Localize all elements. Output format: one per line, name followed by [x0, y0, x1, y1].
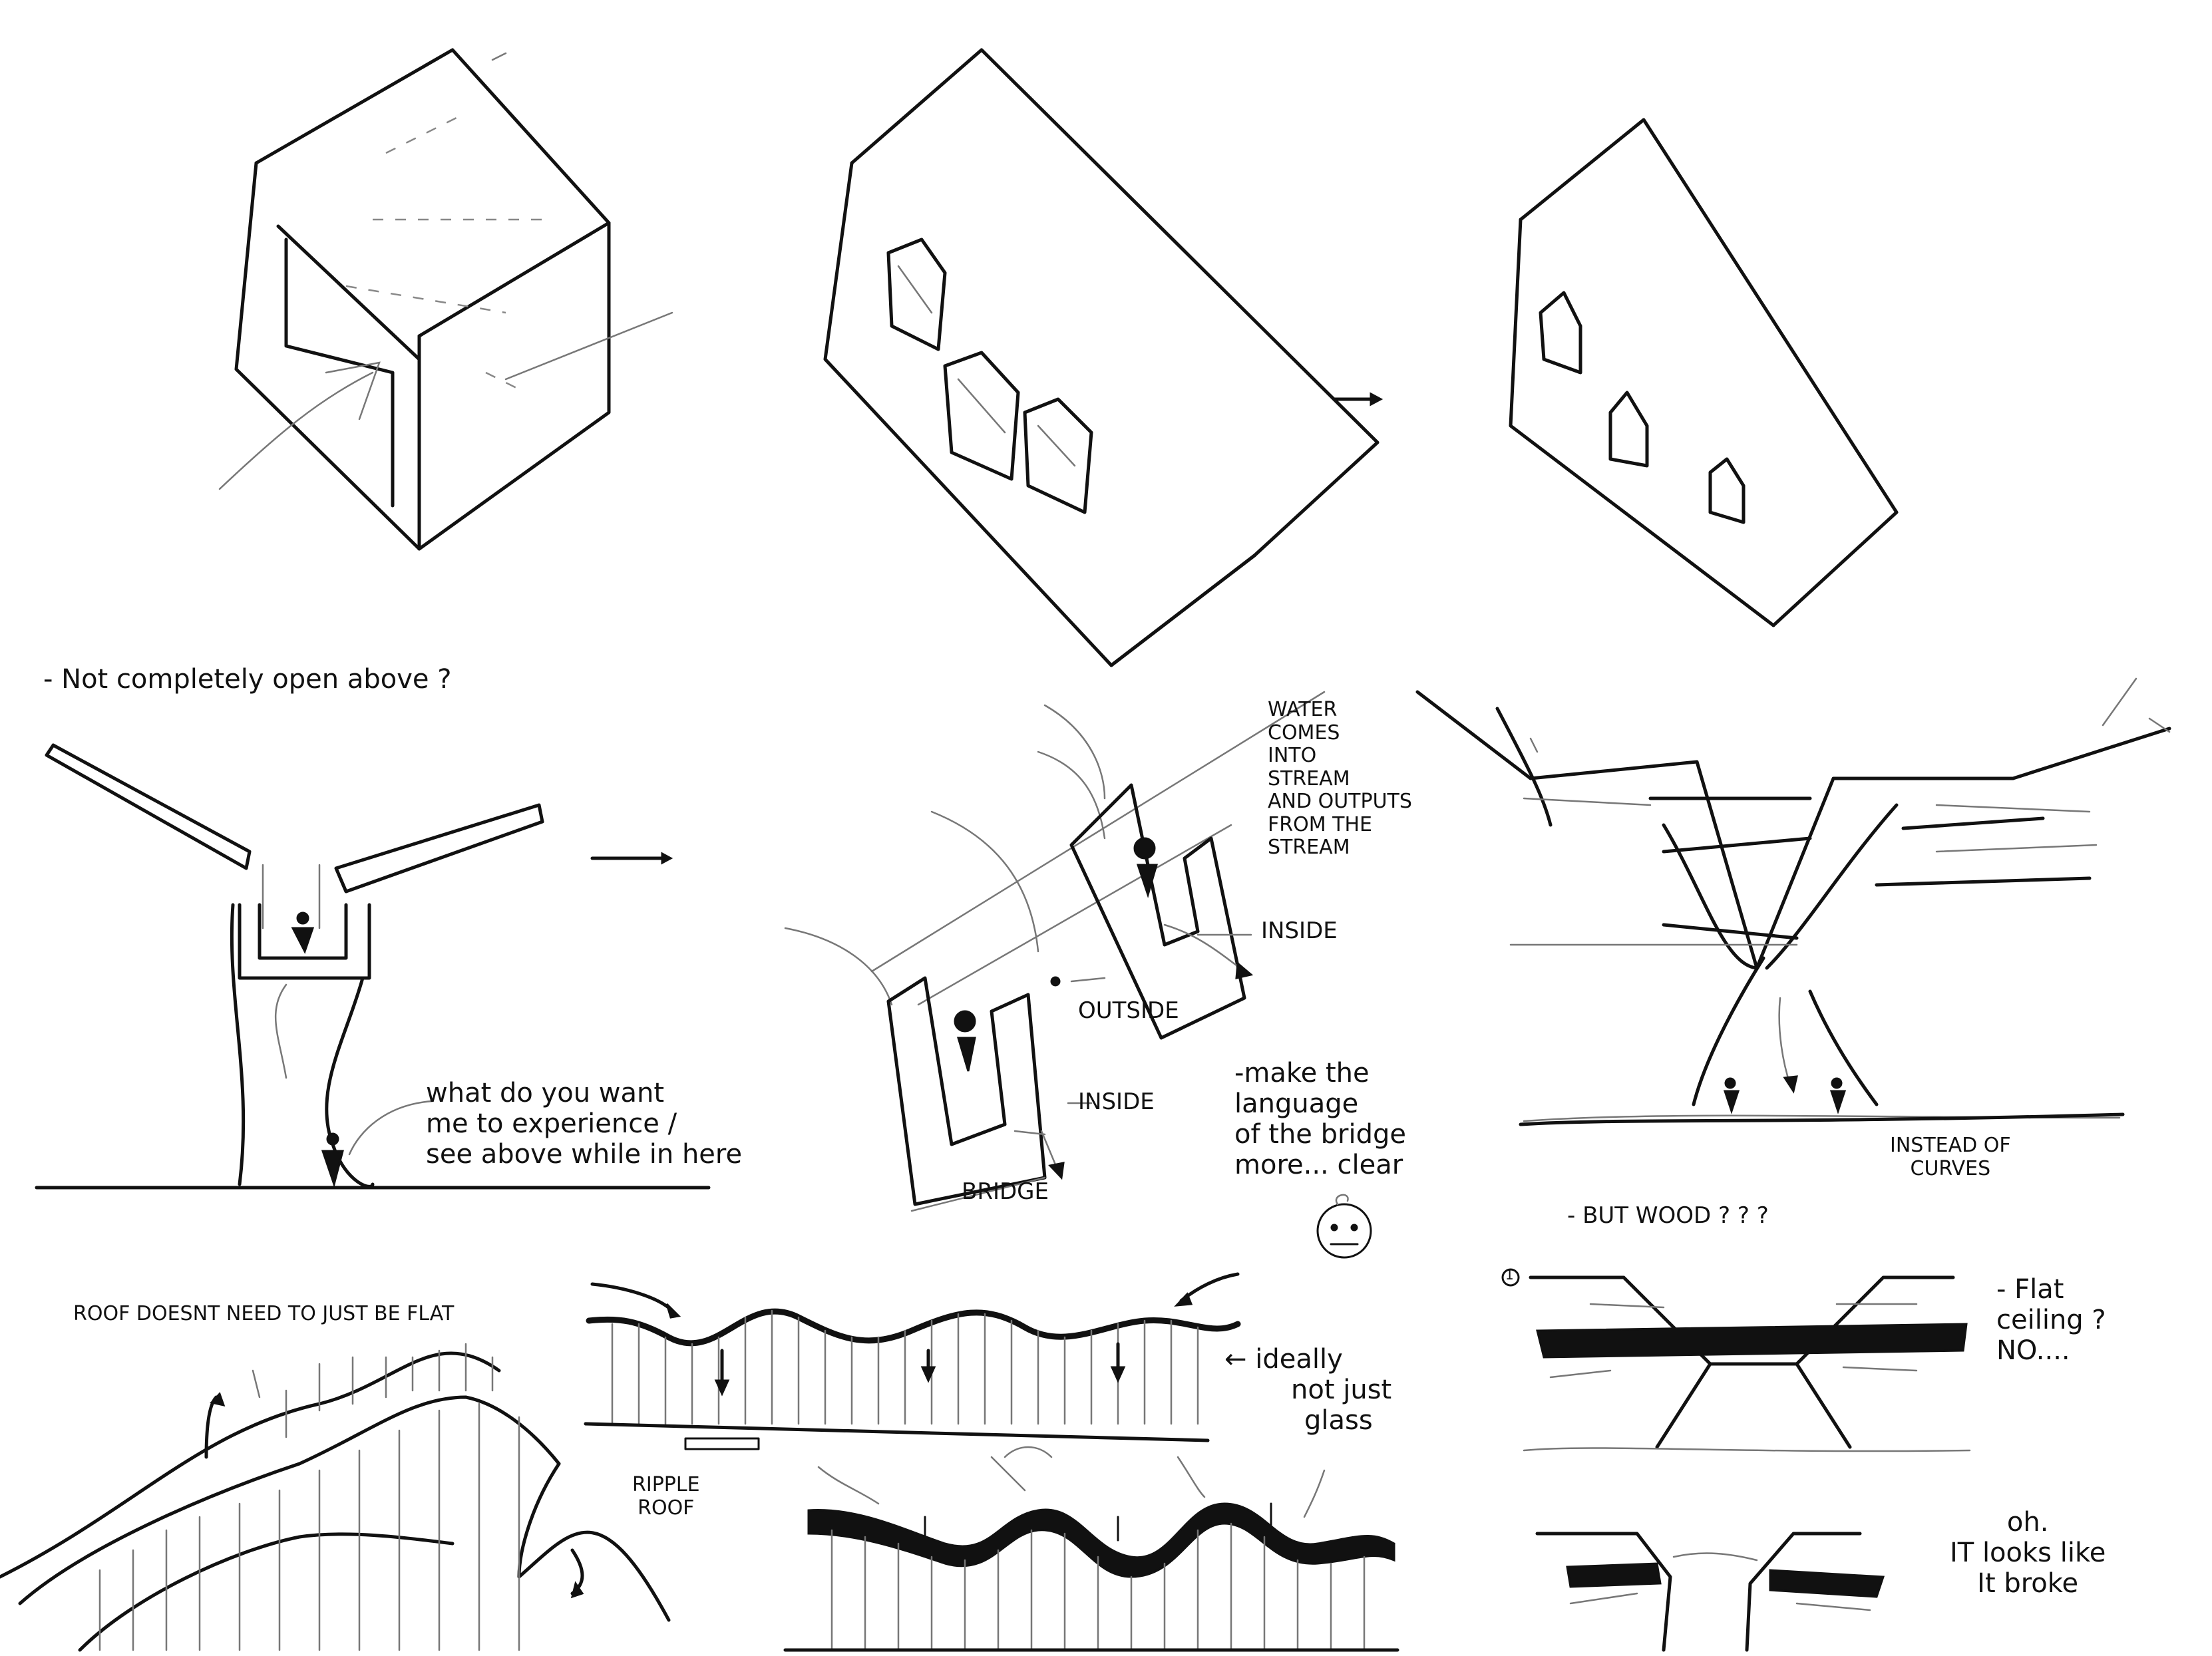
flat-ceiling-sketch — [1503, 1269, 1970, 1451]
circle-number: 1 — [1505, 1267, 1514, 1283]
note-line: oh. — [1950, 1507, 2106, 1538]
note-ripple-roof: RIPPLE ROOF — [632, 1474, 700, 1520]
note-instead-of-curves: INSTEAD OF CURVES — [1890, 1134, 2011, 1180]
note-line: IT looks like — [1950, 1538, 2106, 1568]
note-line: -make the — [1234, 1058, 1406, 1088]
ripple-roof-sketch — [785, 1447, 1397, 1650]
note-roof-flat: ROOF DOESNT NEED TO JUST BE FLAT — [73, 1303, 454, 1326]
label-inside-bottom: INSIDE — [1078, 1089, 1155, 1115]
note-line: ← ideally — [1224, 1344, 1391, 1375]
note-line: AND OUTPUTS — [1268, 790, 1412, 814]
note-not-open-above: - Not completely open above ? — [43, 664, 451, 695]
note-but-wood: - BUT WOOD ? ? ? — [1567, 1203, 1769, 1229]
hourglass-canyon-sketch — [1417, 679, 2169, 1124]
label-outside: OUTSIDE — [1078, 998, 1179, 1024]
note-water-stream: WATER COMES INTO STREAM AND OUTPUTS FROM… — [1268, 699, 1412, 860]
box-sketch-with-windows — [825, 50, 1378, 665]
note-flat-ceiling: - Flat ceiling ? NO.... — [1996, 1274, 2106, 1366]
box-sketch-with-fins — [1511, 120, 1897, 625]
note-line: NO.... — [1996, 1335, 2106, 1366]
note-line: see above while in here — [426, 1139, 742, 1170]
curved-roof-sketch — [0, 1344, 669, 1650]
note-experience: what do you want me to experience / see … — [426, 1078, 742, 1170]
note-line: ceiling ? — [1996, 1305, 2106, 1335]
label-inside-top: INSIDE — [1261, 918, 1338, 944]
note-line: STREAM — [1268, 836, 1412, 860]
note-line: more... clear — [1234, 1150, 1406, 1180]
note-line: RIPPLE — [632, 1474, 700, 1497]
face-doodle — [1318, 1195, 1371, 1257]
note-line: INTO — [1268, 745, 1412, 768]
arrow-to-box-3 — [1334, 394, 1381, 405]
note-line: what do you want — [426, 1078, 742, 1108]
note-line: - Flat — [1996, 1274, 2106, 1305]
note-line: ROOF — [632, 1497, 700, 1520]
note-line: WATER — [1268, 699, 1412, 722]
note-line: COMES — [1268, 722, 1412, 745]
note-line: not just — [1224, 1375, 1391, 1405]
note-line: me to experience / — [426, 1108, 742, 1139]
label-bridge: BRIDGE — [962, 1179, 1049, 1205]
note-make-language: -make the language of the bridge more...… — [1234, 1058, 1406, 1180]
note-line: STREAM — [1268, 768, 1412, 791]
broken-ceiling-sketch — [1537, 1534, 1883, 1650]
note-line: glass — [1224, 1405, 1391, 1436]
note-looks-broke: oh. IT looks like It broke — [1950, 1507, 2106, 1599]
note-line: CURVES — [1890, 1158, 2011, 1181]
note-line: of the bridge — [1234, 1119, 1406, 1150]
note-line: FROM THE — [1268, 814, 1412, 837]
wavy-roof-sketch — [586, 1274, 1238, 1449]
note-line: INSTEAD OF — [1890, 1134, 2011, 1158]
note-ideally-glass: ← ideally not just glass — [1224, 1344, 1391, 1436]
box-sketch-open-front — [220, 50, 672, 549]
note-line: It broke — [1950, 1568, 2106, 1599]
note-line: language — [1234, 1088, 1406, 1119]
